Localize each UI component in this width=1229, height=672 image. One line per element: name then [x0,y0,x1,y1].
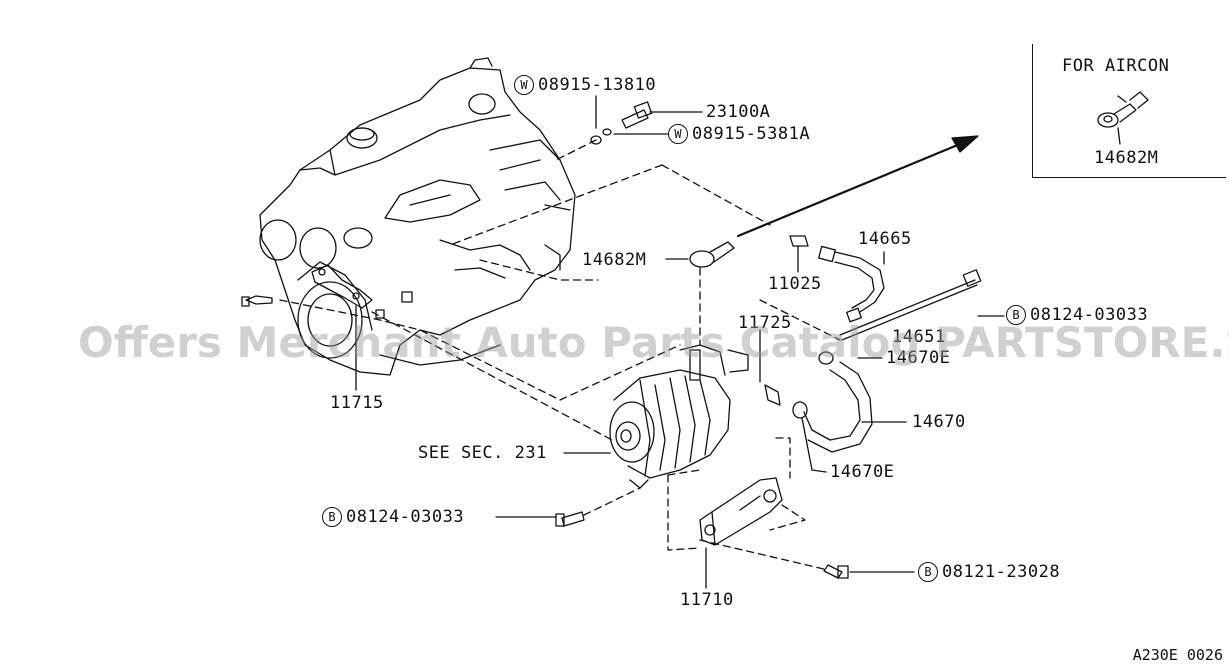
label-text: 08915-13810 [538,75,657,95]
inset-fitting-drawing [1097,91,1149,145]
washer-symbol-icon: W [514,75,534,95]
label-14682M: 14682M [582,250,647,270]
label-11715: 11715 [330,393,384,413]
dashed-assembly-lines [279,139,841,571]
bolt-symbol-icon: B [918,562,938,582]
bracket-11715-drawing [311,264,373,309]
label-11025: 11025 [768,274,822,294]
label-text: 08915-5381A [692,124,811,144]
label-14670E-top: 14670E [886,348,951,368]
hoses-drawing [689,235,982,453]
bolt-symbol-icon: B [1006,305,1026,325]
label-11710: 11710 [680,590,734,610]
engine-block-drawing [259,57,576,376]
leader-lines [355,95,1005,589]
alternator-drawing [609,344,749,489]
label-14665: 14665 [858,229,912,249]
bolt-23100A-drawing [590,101,653,145]
label-text: 08124-03033 [1030,305,1149,325]
for-aircon-inset [1032,44,1226,178]
label-text: 08124-03033 [346,507,465,527]
arrow-to-inset [736,135,979,238]
bracket-11710-drawing [699,477,783,546]
label-14670E-bottom: 14670E [830,462,895,482]
inset-title: FOR AIRCON [1062,56,1170,76]
bolt-lower-left-drawing [555,511,585,527]
label-see-sec-231: SEE SEC. 231 [418,443,547,463]
bolt-symbol-icon: B [322,507,342,527]
inset-part-number: 14682M [1094,148,1159,168]
label-11725: 11725 [738,313,792,333]
label-text: 08121-23028 [942,562,1061,582]
washer-symbol-icon: W [668,124,688,144]
label-23100A: 23100A [706,102,771,122]
label-14670: 14670 [912,412,966,432]
watermark: Offers Merchant Auto Parts Catalog PARTS… [78,318,1229,367]
bolt-lower-right-drawing [823,564,849,579]
bolt-left-drawing [241,295,273,307]
label-14651: 14651 [892,327,946,347]
diagram-code: A230E 0026 [1132,646,1223,664]
